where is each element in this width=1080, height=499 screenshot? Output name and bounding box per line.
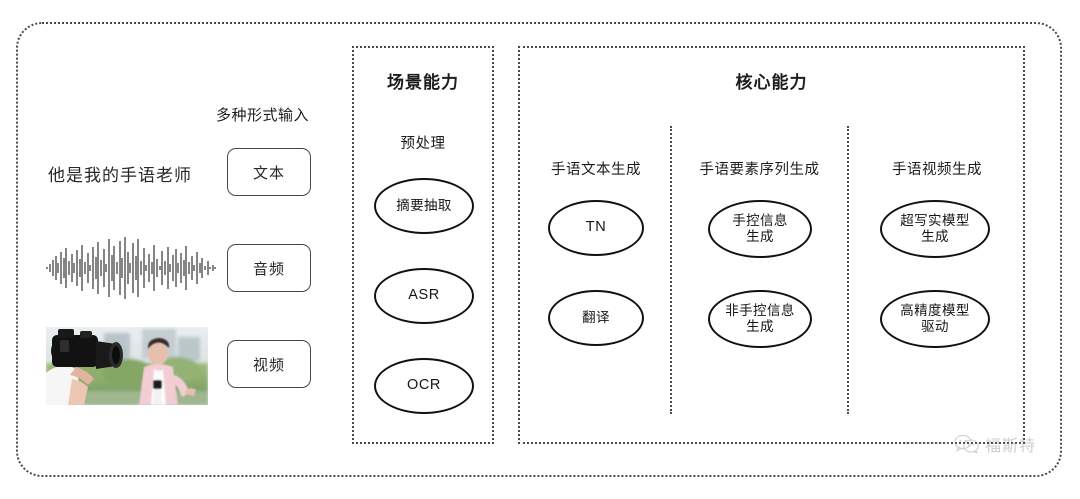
scene-node-asr[interactable]: ASR	[374, 268, 474, 324]
scene-node-summary-extraction[interactable]: 摘要抽取	[374, 178, 474, 234]
sample-sentence-text: 他是我的手语老师	[48, 166, 192, 185]
modality-button-audio[interactable]: 音频	[227, 244, 311, 292]
core-group-heading-sign-elements: 手语要素序列生成	[699, 162, 820, 178]
core-group-heading-sign-video: 手语视频生成	[892, 162, 982, 178]
input-section-header: 多种形式输入	[216, 107, 310, 124]
core-column-divider-2	[847, 126, 849, 414]
core-capability-panel: 核心能力 手语文本生成 TN 翻译 手语要素序列生成 手控信息生成 非手控信息生…	[518, 46, 1025, 444]
modality-button-video[interactable]: 视频	[227, 340, 311, 388]
watermark-dots	[905, 442, 949, 446]
watermark: 福斯特	[905, 432, 1036, 456]
core-node-nonmanual-info-generation[interactable]: 非手控信息生成	[708, 290, 812, 348]
core-column-divider-1	[670, 126, 672, 414]
core-node-hyperreal-model-generation[interactable]: 超写实模型生成	[880, 200, 990, 258]
core-node-tn[interactable]: TN	[548, 200, 644, 256]
wechat-icon	[954, 434, 979, 454]
scene-node-ocr[interactable]: OCR	[374, 358, 474, 414]
core-node-manual-info-generation[interactable]: 手控信息生成	[708, 200, 812, 258]
modality-button-text[interactable]: 文本	[227, 148, 311, 196]
core-node-highprecision-model-driving[interactable]: 高精度模型驱动	[880, 290, 990, 348]
scene-group-heading-preprocess: 预处理	[400, 136, 446, 152]
outer-dotted-frame	[16, 22, 1062, 477]
core-node-translation[interactable]: 翻译	[548, 290, 644, 346]
core-group-heading-sign-text: 手语文本生成	[551, 162, 641, 178]
scene-panel-title: 场景能力	[387, 73, 459, 92]
core-panel-title: 核心能力	[735, 73, 808, 92]
video-thumbnail	[46, 327, 208, 405]
audio-waveform-icon	[45, 236, 217, 300]
scene-capability-panel: 场景能力 预处理 摘要抽取 ASR OCR	[352, 46, 494, 444]
watermark-text: 福斯特	[985, 438, 1037, 455]
